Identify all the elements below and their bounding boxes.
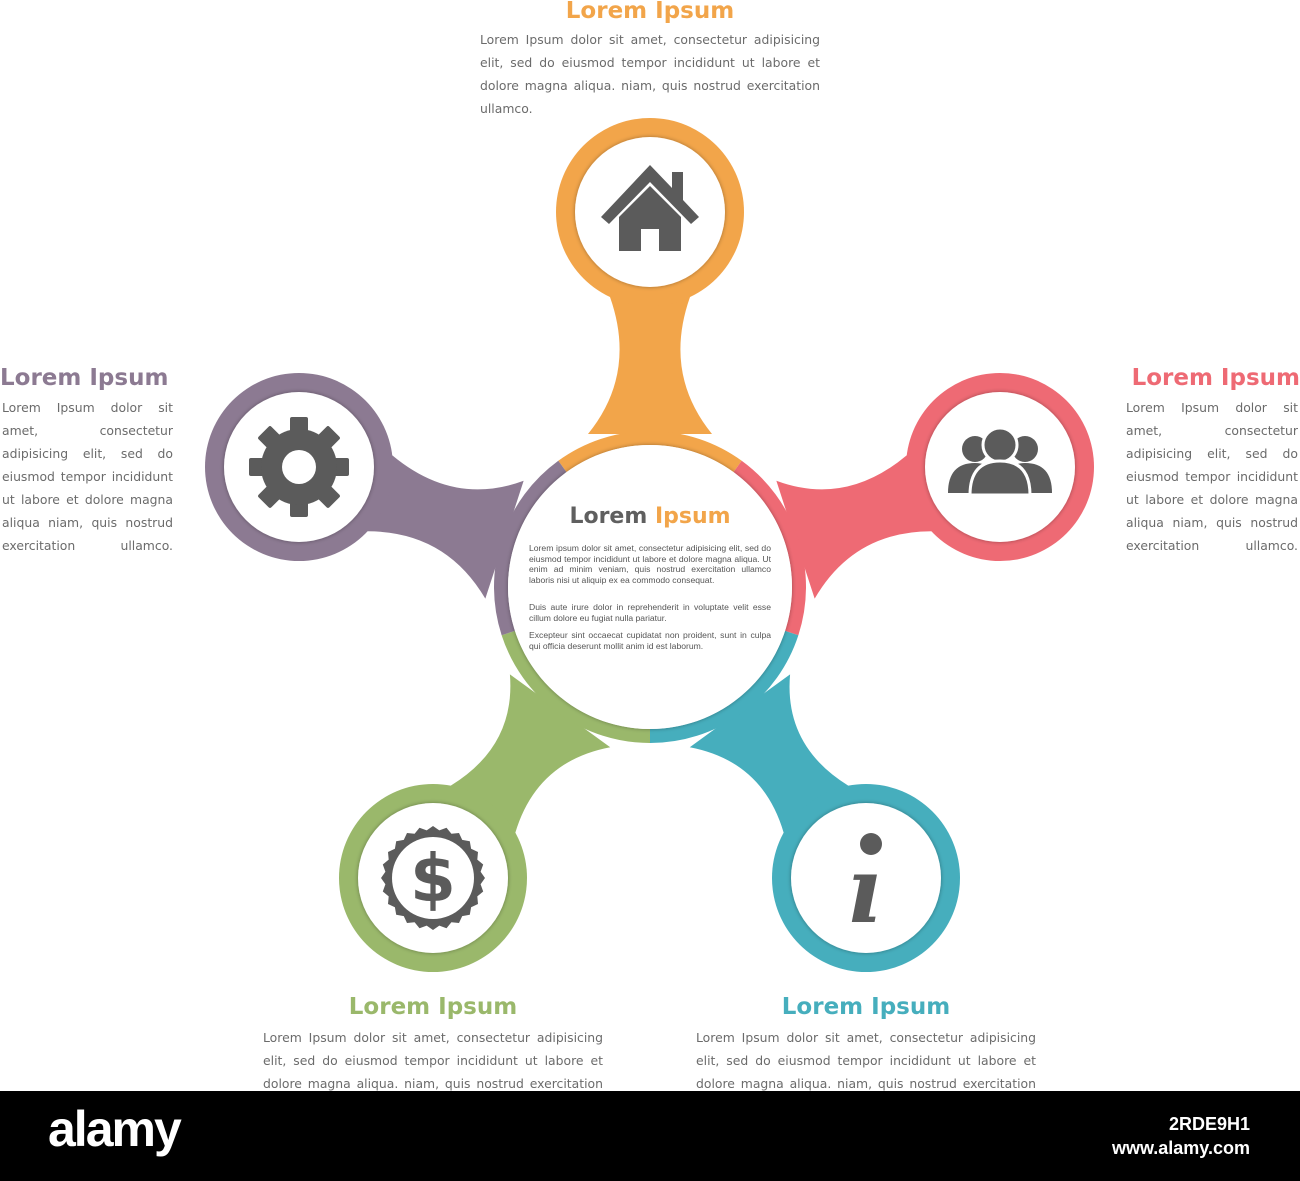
- node-top-text: Lorem Ipsum dolor sit amet, consectetur …: [480, 32, 820, 116]
- node-left-text: Lorem Ipsum dolor sit amet, consectetur …: [2, 400, 173, 553]
- center-title-part2: Ipsum: [654, 504, 731, 529]
- image-id: 2RDE9H1: [1168, 1114, 1250, 1134]
- center-disc: [508, 445, 792, 729]
- info-icon: ı: [847, 833, 882, 944]
- alamy-logo: alamy: [48, 1101, 182, 1157]
- node-bottom-right: [772, 784, 960, 972]
- gear-icon: [249, 417, 349, 517]
- connector-right: [776, 455, 932, 599]
- svg-text:ı: ı: [847, 836, 882, 944]
- center-paragraph-2: Duis aute irure dolor in reprehenderit i…: [529, 602, 771, 623]
- center-title-part1: Lorem: [569, 504, 648, 529]
- connector-bottom-right: [689, 674, 849, 833]
- center-title: Lorem Ipsum: [500, 506, 800, 528]
- center-ring-arc-left: [494, 460, 567, 636]
- svg-text:$: $: [410, 840, 456, 917]
- center-ring-arc-bottom-right: [649, 630, 799, 743]
- node-left-title: Lorem Ipsum: [0, 365, 169, 391]
- node-bottom-right-title: Lorem Ipsum: [781, 994, 951, 1020]
- center-paragraph-3: Excepteur sint occaecat cupidatat non pr…: [529, 630, 771, 651]
- connector-top: [588, 297, 712, 434]
- node-bottom-left-title: Lorem Ipsum: [348, 994, 518, 1020]
- connector-left: [367, 455, 524, 599]
- node-top-title: Lorem Ipsum: [565, 0, 735, 24]
- connector-bottom-left: [450, 674, 611, 833]
- home-icon: [601, 165, 699, 251]
- stock-url: www.alamy.com: [1111, 1138, 1250, 1158]
- center-ring-arc-bottom-left: [501, 630, 651, 743]
- metaball-diagram: ı$: [205, 118, 1094, 972]
- dollar-icon: $: [381, 826, 485, 930]
- node-face-bottom-right: [791, 803, 941, 953]
- center-ring-arc-top: [558, 431, 742, 473]
- node-right-text: Lorem Ipsum dolor sit amet, consectetur …: [1126, 400, 1298, 553]
- center-ring-arc-right: [733, 460, 806, 636]
- center-paragraph-1: Lorem ipsum dolor sit amet, consectetur …: [529, 543, 771, 585]
- watermark-bar: [0, 1091, 1300, 1181]
- node-right-title: Lorem Ipsum: [1131, 365, 1300, 391]
- users-icon: [948, 426, 1052, 497]
